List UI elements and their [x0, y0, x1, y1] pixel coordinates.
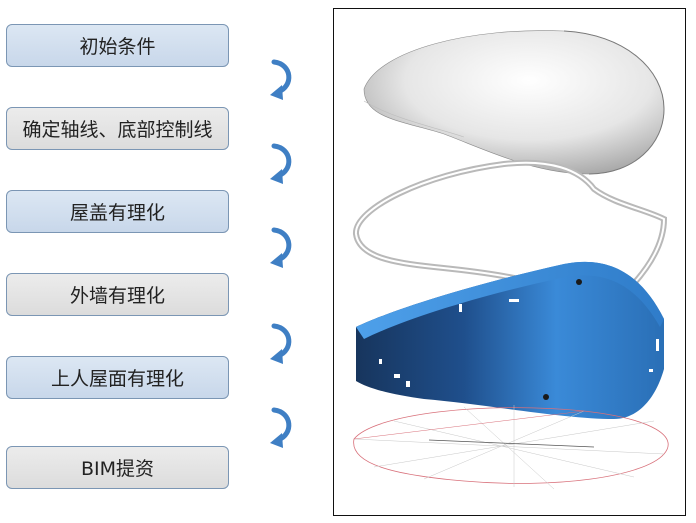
roof-edge-ring	[353, 159, 668, 305]
step-label: 初始条件	[79, 36, 156, 58]
step-initial-conditions: 初始条件	[6, 24, 229, 67]
facade-wall	[356, 261, 664, 419]
curved-arrow-down-left-icon	[270, 59, 292, 100]
curved-arrow-down-left-icon	[270, 143, 292, 184]
exploded-layers-illustration	[353, 30, 669, 490]
step-axis-control-lines: 确定轴线、底部控制线	[6, 107, 229, 150]
exploded-model-panel	[333, 8, 686, 516]
roof-shell	[363, 30, 665, 175]
step-label: 上人屋面有理化	[50, 368, 184, 390]
step-label: 确定轴线、底部控制线	[22, 119, 213, 141]
step-roof-rationalization: 屋盖有理化	[6, 190, 229, 233]
curved-arrow-down-left-icon	[270, 407, 292, 448]
step-label: BIM提资	[80, 458, 155, 480]
step-label: 屋盖有理化	[69, 202, 165, 224]
base-control-lines	[353, 405, 669, 490]
curved-arrow-down-left-icon	[270, 323, 292, 364]
step-accessible-roof-rationalization: 上人屋面有理化	[6, 356, 229, 399]
step-bim-submission: BIM提资	[6, 446, 229, 489]
step-label: 外墙有理化	[69, 285, 165, 307]
curved-arrow-down-left-icon	[270, 227, 292, 268]
step-facade-rationalization: 外墙有理化	[6, 273, 229, 316]
